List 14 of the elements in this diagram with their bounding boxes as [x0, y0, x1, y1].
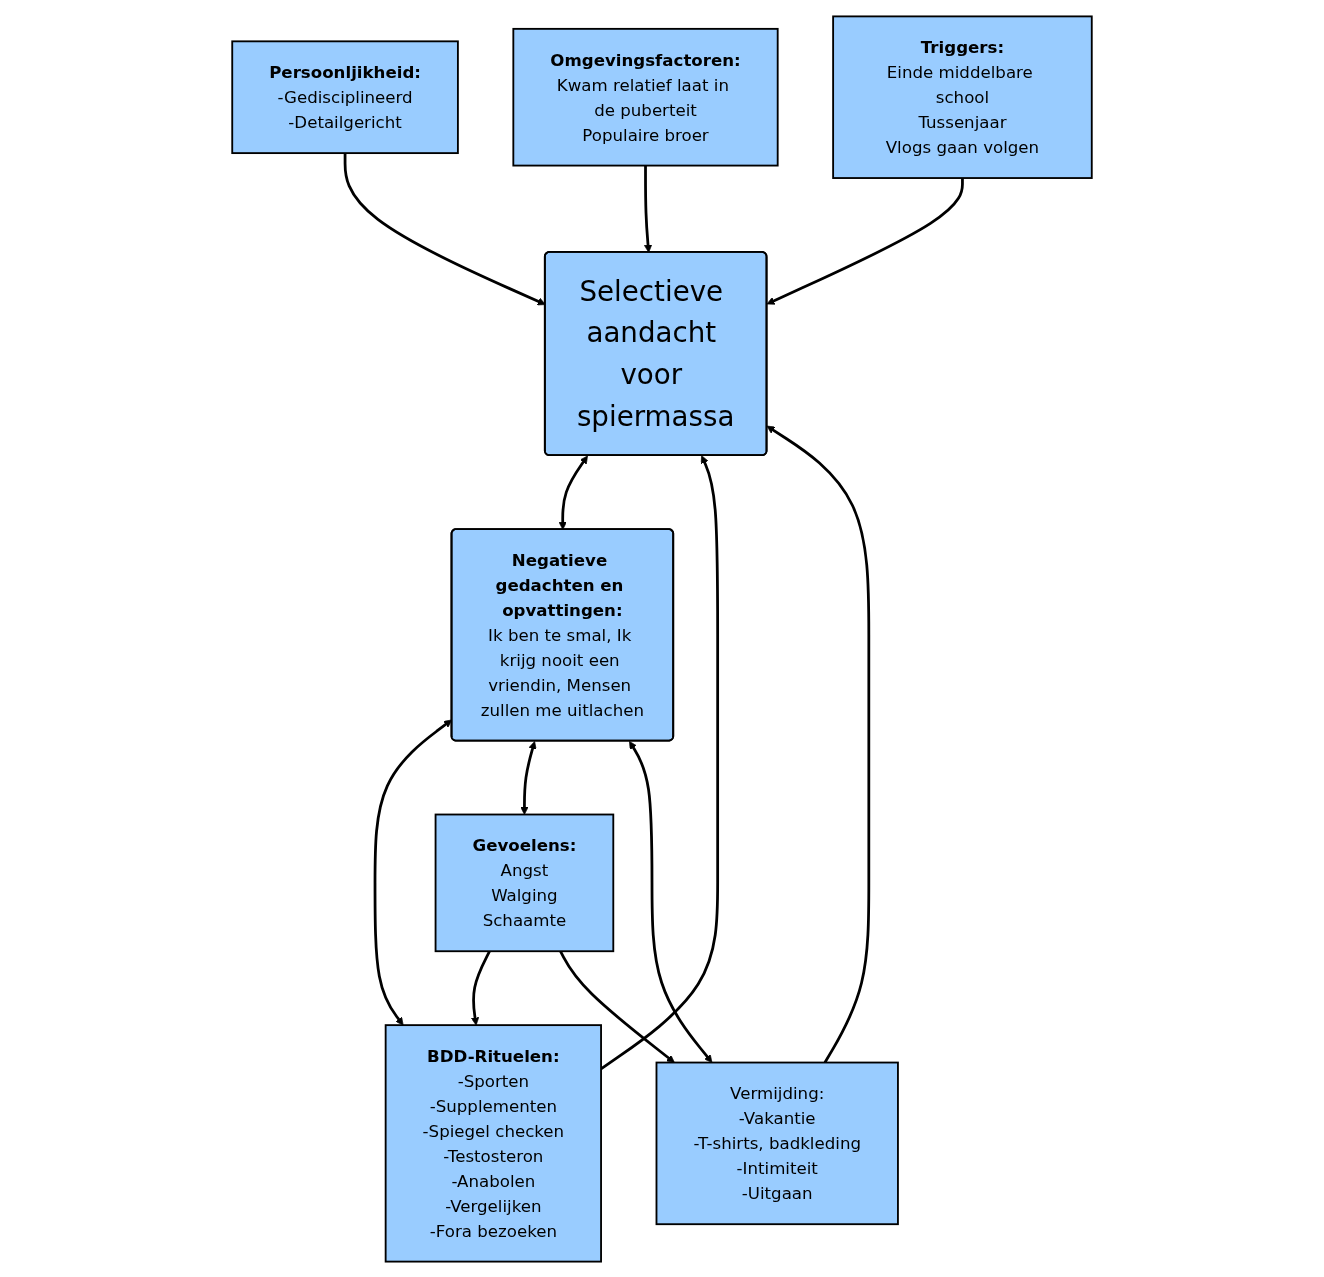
node-box: Gevoelens: Angst Walging Schaamte	[434, 813, 615, 952]
node-box: BDD-Rituelen: -Sporten -Supplementen -Spiegel checken -Testosteron -Anabolen -Vergelijken -Fora bezoeken	[384, 1023, 602, 1263]
node-box: Triggers: Einde middelbare school Tussenjaar Vlogs gaan volgen	[832, 14, 1093, 179]
node-box: Omgevingsfactoren: Kwam relatief laat in de puberteit Populaire broer	[512, 27, 779, 166]
arrow	[766, 177, 964, 305]
arrow	[559, 950, 675, 1063]
arrow	[766, 425, 871, 1063]
arrow	[558, 455, 588, 530]
arrow	[629, 740, 713, 1063]
arrow	[471, 950, 491, 1025]
node-box: Vermijding: -Vakantie -T-shirts, badkleding -Intimiteit -Uitgaan	[655, 1061, 899, 1225]
arrow	[644, 165, 653, 253]
node-box: Persoonljikheid: -Gedisciplineerd -Detailgericht	[231, 39, 459, 154]
arrow	[520, 740, 537, 815]
